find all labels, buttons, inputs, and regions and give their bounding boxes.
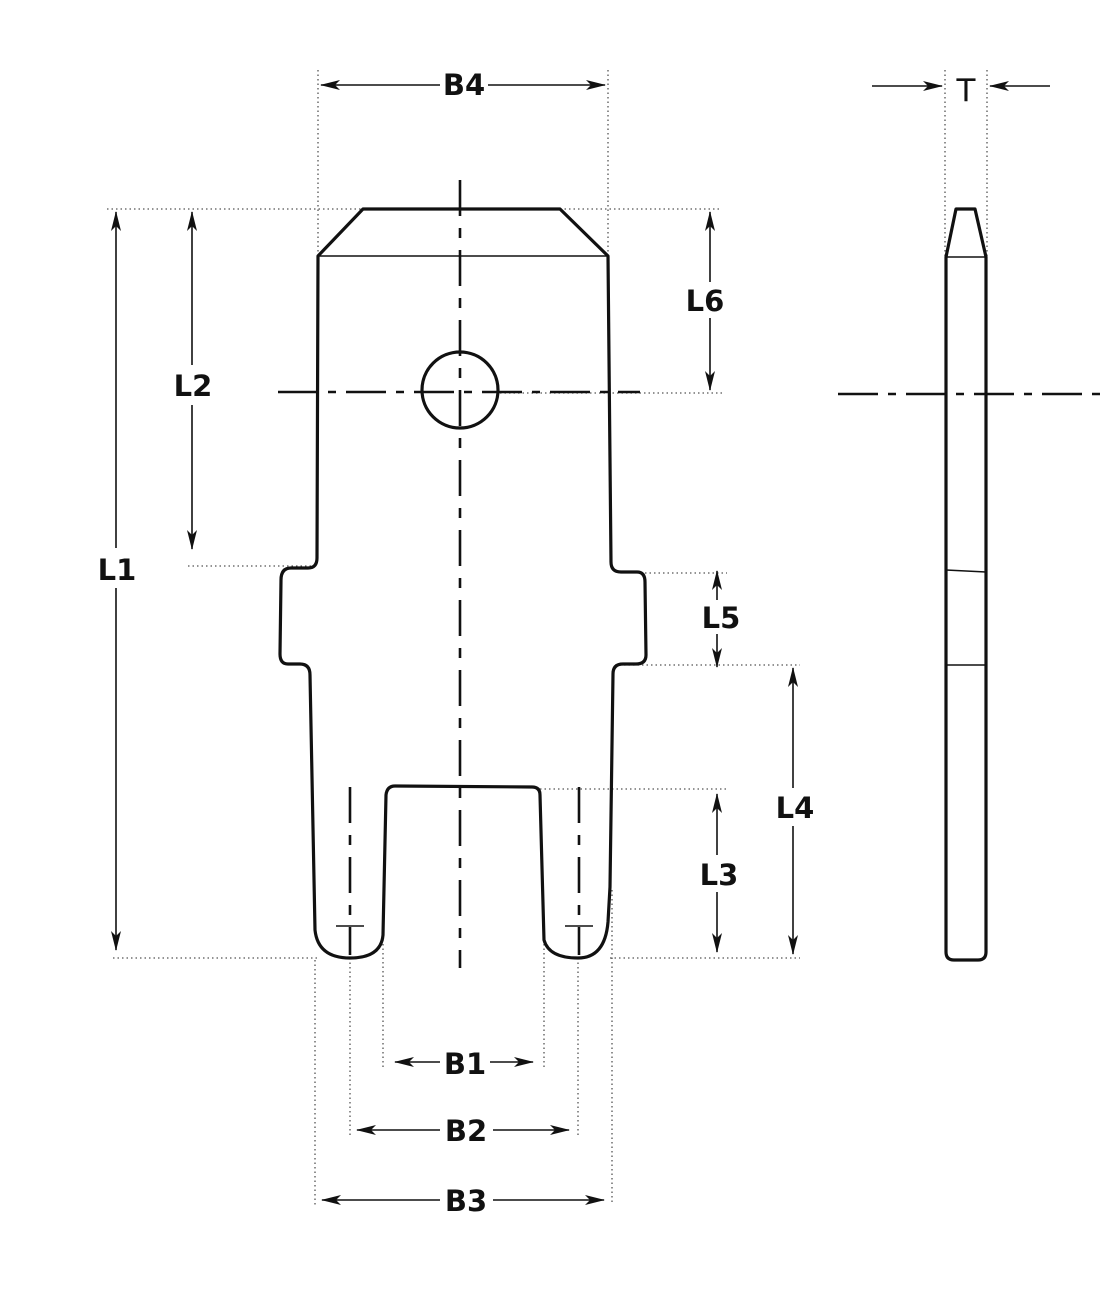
label-b2: B2	[445, 1114, 487, 1148]
label-t: T	[956, 73, 977, 109]
label-l3: L3	[700, 858, 739, 892]
label-b3: B3	[445, 1184, 487, 1218]
dimension-labels: B4 T L6 L2 L1 L5 L4 L3 B1 B2 B3	[98, 68, 977, 1218]
label-b4: B4	[443, 68, 485, 102]
label-l1: L1	[98, 553, 137, 587]
side-view	[838, 207, 1105, 962]
label-l5: L5	[702, 601, 741, 635]
label-l6: L6	[686, 284, 725, 318]
side-profile	[944, 207, 988, 962]
tab-outline	[278, 207, 648, 960]
label-l4: L4	[776, 791, 815, 825]
dimension-lines	[111, 80, 1050, 1205]
extension-lines	[107, 70, 988, 1205]
label-l2: L2	[174, 369, 213, 403]
label-b1: B1	[444, 1047, 486, 1081]
front-view	[278, 180, 648, 968]
